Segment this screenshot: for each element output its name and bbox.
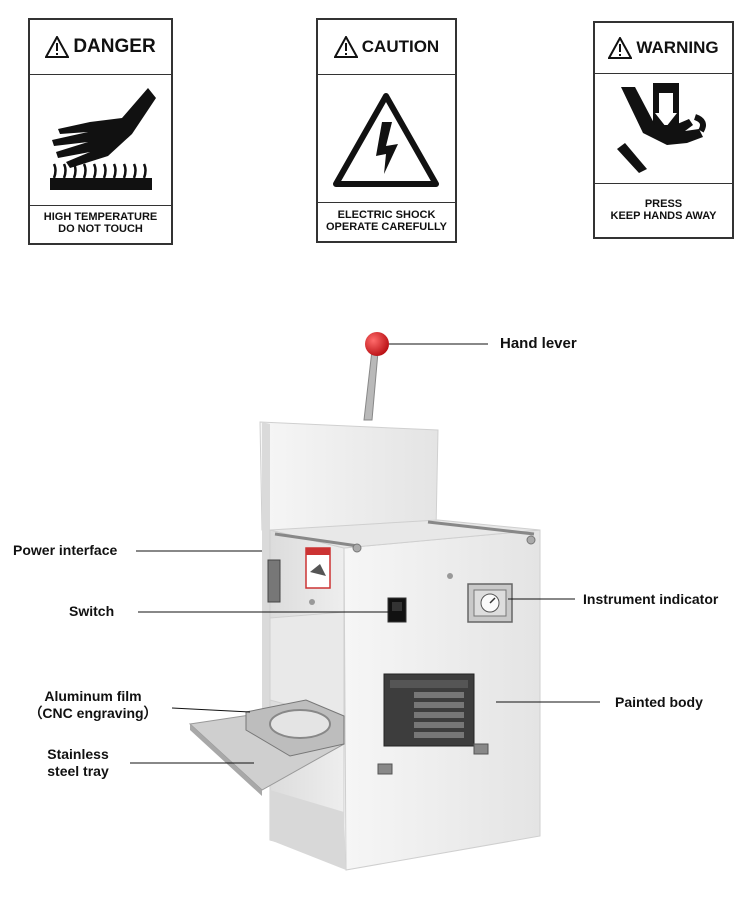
hot-surface-hand-icon [50,88,156,190]
danger-sign: DANGER HIGH TEMPERATURE DO NOT TOUCH [28,18,173,245]
nameplate [383,673,475,747]
back-panel [259,421,439,531]
label-aluminum-film: Aluminum film （CNC engraving） [18,688,168,722]
danger-text: HIGH TEMPERATURE DO NOT TOUCH [30,203,171,243]
label-stainless-line1: Stainless [47,746,109,762]
warning-sign-header: WARNING [595,23,732,74]
warning-text: PRESS KEEP HANDS AWAY [595,183,732,237]
caution-sign: CAUTION ELECTRIC SHOCK OPERATE CAREFULLY [316,18,457,243]
warning-sign: WARNING PRESS KEEP HANDS AWAY [593,21,734,239]
hand-lever [363,332,389,421]
left-side [262,422,270,720]
label-instrument-indicator: Instrument indicator [583,591,719,607]
caution-text: ELECTRIC SHOCK OPERATE CAREFULLY [318,200,455,241]
warning-title: WARNING [636,38,719,57]
warning-triangle-icon [45,36,70,58]
label-aluminum-film-line1: Aluminum film [44,688,142,704]
high-voltage-icon [333,93,439,187]
leader-lines [130,343,600,764]
label-hand-lever: Hand lever [500,335,577,352]
label-stainless-line2: steel tray [47,763,109,779]
danger-pictogram [30,74,171,206]
warning-text-line2: KEEP HANDS AWAY [610,210,717,222]
caution-pictogram [318,74,455,203]
lever-knob [365,332,389,356]
caution-title: CAUTION [361,37,440,56]
warning-text-line1: PRESS [644,198,683,210]
label-power-interface: Power interface [13,542,118,558]
danger-text-line1: HIGH TEMPERATURE [43,211,158,223]
caution-text-line1: ELECTRIC SHOCK [337,208,436,221]
label-painted-body: Painted body [615,694,703,710]
danger-sign-header: DANGER [30,20,171,75]
label-stainless-steel-tray: Stainless steel tray [30,746,126,780]
power-interface [267,559,281,603]
danger-title: DANGER [73,36,156,57]
warning-triangle-icon [608,37,633,59]
caution-text-line2: OPERATE CAREFULLY [325,220,447,233]
label-switch: Switch [69,603,115,619]
warning-triangle-icon [333,36,358,58]
caution-sign-header: CAUTION [318,20,455,75]
warning-pictogram [595,73,732,184]
danger-text-line2: DO NOT TOUCH [58,223,143,235]
crush-hand-icon [617,83,706,173]
label-aluminum-film-line2: （CNC engraving） [28,705,158,721]
